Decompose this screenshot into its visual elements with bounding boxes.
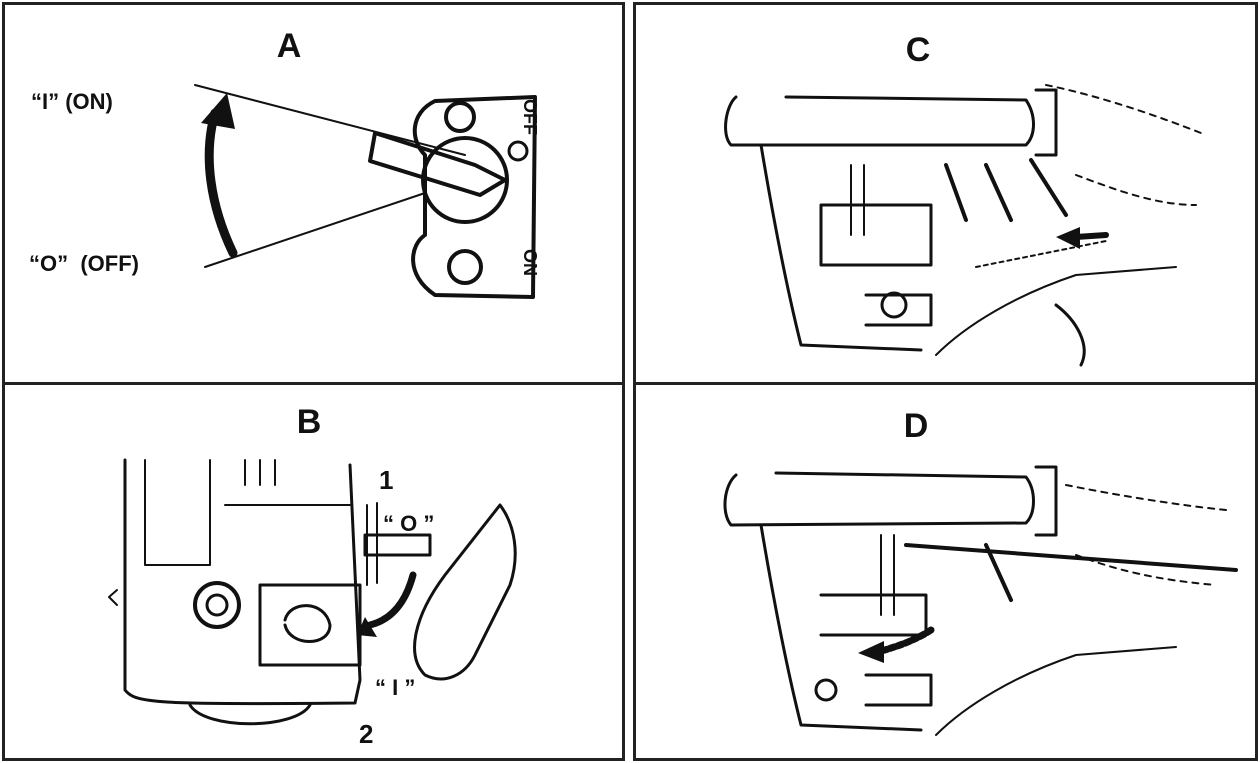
panel-c: C [633,2,1258,386]
callout-1: 1 [379,465,394,495]
label-i: “ I ” [375,675,416,700]
switch-on-text: ON [520,249,540,276]
arrow-left-icon [1056,227,1080,249]
arrow-up-icon [201,93,235,129]
label-off: “O” (OFF) [29,251,139,276]
label-o: “ O ” [383,511,435,536]
switch-off-text: OFF [520,99,540,135]
callout-2: 2 [359,719,374,749]
panel-a: A “I” (ON) “O” (OFF) OFF ON [2,2,625,386]
panel-b: B 1 “ O ” “ I ” 2 [2,382,625,761]
label-on: “I” (ON) [31,89,113,114]
arrow-left-icon [858,641,884,663]
panel-d-title: D [903,407,929,445]
arrow-down-icon [357,617,377,637]
choke-lever-illustration-d [723,465,1238,736]
fuel-valve-illustration [194,84,537,299]
choke-lever-illustration-c [724,84,1207,367]
panel-b-title: B [296,403,322,441]
panel-a-title: A [276,27,302,65]
panel-c-title: C [905,31,931,69]
engine-switch-illustration [108,458,517,726]
panel-d: D [633,382,1258,761]
